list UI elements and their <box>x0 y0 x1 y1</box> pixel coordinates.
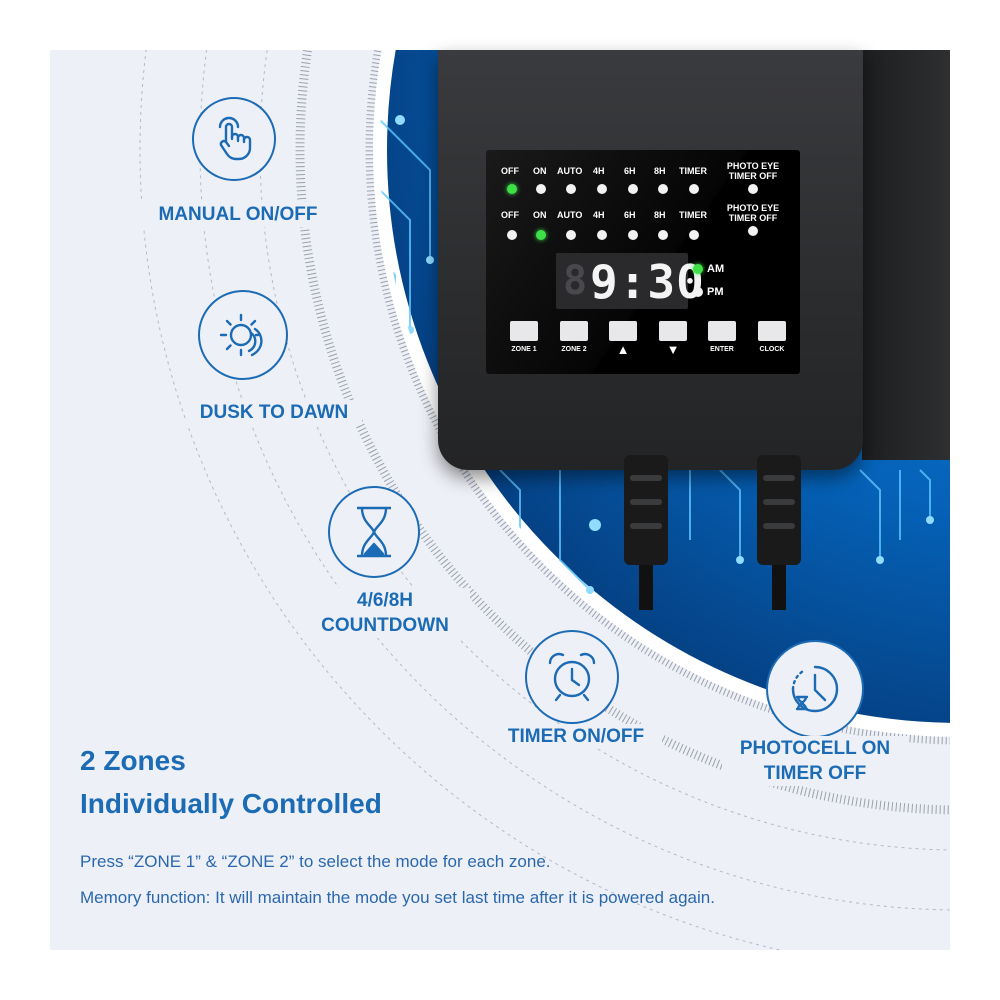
zone1-mode-timer: TIMER <box>679 166 707 176</box>
pm-label: PM <box>707 286 724 298</box>
zone1-key-label: ZONE 1 <box>511 346 537 353</box>
zone1-mode-4h: 4H <box>593 166 605 176</box>
zone2-led-6h <box>628 230 638 240</box>
photocell-label-line1: PHOTOCELL ON <box>739 738 891 759</box>
zone1-led-on <box>536 184 546 194</box>
zone2-photo-line1: PHOTO EYE <box>726 203 780 213</box>
zone1-mode-photo: PHOTO EYE TIMER OFF <box>720 161 786 181</box>
device-side <box>862 50 950 460</box>
clock-ghost-digit: 8 <box>563 258 588 304</box>
zone2-mode-off: OFF <box>501 210 519 220</box>
clock-key[interactable] <box>758 321 786 341</box>
enter-key-label: ENTER <box>710 346 734 353</box>
zone1-led-photo <box>748 184 758 194</box>
zone1-mode-on: ON <box>533 166 547 176</box>
manual-label: MANUAL ON/OFF <box>140 202 336 227</box>
zone2-mode-photo: PHOTO EYE TIMER OFF <box>720 203 786 223</box>
photocell-label-line2: TIMER OFF <box>763 763 867 784</box>
clock-time: 9:30 <box>590 255 705 309</box>
zone2-mode-8h: 8H <box>654 210 666 220</box>
photocell-icon-ring <box>766 640 864 738</box>
zone2-led-timer <box>689 230 699 240</box>
zone2-led-off <box>507 230 517 240</box>
dusk-label: DUSK TO DAWN <box>186 400 362 425</box>
zone1-photo-line1: PHOTO EYE <box>726 161 780 171</box>
photocell-label: PHOTOCELL ON TIMER OFF <box>722 736 908 786</box>
left-cable-strain-relief <box>624 455 668 565</box>
zone2-mode-4h: 4H <box>593 210 605 220</box>
right-cable-strain-relief <box>757 455 801 565</box>
zone1-mode-auto: AUTO <box>557 166 583 176</box>
zone2-mode-6h: 6H <box>624 210 636 220</box>
description-line2: Memory function: It will maintain the mo… <box>80 888 715 907</box>
zone1-photo-line2: TIMER OFF <box>728 171 778 181</box>
headline-line2: Individually Controlled <box>80 788 382 819</box>
clock-hourglass-icon <box>791 665 839 713</box>
countdown-label-line1: 4/6/8H <box>357 590 413 611</box>
enter-key[interactable] <box>708 321 736 341</box>
right-wire <box>772 560 786 610</box>
description-line1: Press “ZONE 1” & “ZONE 2” to select the … <box>80 852 551 871</box>
clock-display <box>556 253 688 309</box>
down-key[interactable] <box>659 321 687 341</box>
zone2-led-on <box>536 230 546 240</box>
headline-line1: 2 Zones <box>80 745 186 776</box>
timer-icon-ring <box>525 630 619 724</box>
zone2-mode-on: ON <box>533 210 547 220</box>
pm-indicator <box>693 287 703 297</box>
am-label: AM <box>707 263 725 275</box>
zone1-key[interactable] <box>510 321 538 341</box>
left-cable-rib <box>630 475 662 481</box>
zone2-mode-timer: TIMER <box>679 210 707 220</box>
right-cable-rib <box>763 475 795 481</box>
zone2-key[interactable] <box>560 321 588 341</box>
hourglass-icon <box>357 506 391 558</box>
alarm-clock-icon <box>548 652 596 702</box>
zone2-led-auto <box>566 230 576 240</box>
right-cable-rib <box>763 499 795 505</box>
zone1-mode-8h: 8H <box>654 166 666 176</box>
clock-key-label: CLOCK <box>759 346 785 353</box>
zone2-led-4h <box>597 230 607 240</box>
zone1-led-timer <box>689 184 699 194</box>
hand-tap-icon <box>218 116 252 161</box>
zone1-mode-6h: 6H <box>624 166 636 176</box>
zone2-key-label: ZONE 2 <box>561 346 587 353</box>
right-cable-rib <box>763 523 795 529</box>
am-indicator <box>693 264 703 274</box>
zone1-led-auto <box>566 184 576 194</box>
zone1-led-8h <box>658 184 668 194</box>
zone2-photo-line2: TIMER OFF <box>728 213 778 223</box>
zone1-mode-off: OFF <box>501 166 519 176</box>
left-wire <box>639 560 653 610</box>
dusk-icon-ring <box>198 290 288 380</box>
down-arrow-icon: ▼ <box>666 342 680 357</box>
sun-moon-icon <box>219 313 263 357</box>
countdown-icon-ring <box>328 486 420 578</box>
left-cable-rib <box>630 523 662 529</box>
zone2-led-8h <box>658 230 668 240</box>
up-key[interactable] <box>609 321 637 341</box>
zone2-led-photo <box>748 226 758 236</box>
up-arrow-icon: ▲ <box>616 342 630 357</box>
zone1-led-6h <box>628 184 638 194</box>
manual-icon-ring <box>192 97 276 181</box>
zone2-mode-auto: AUTO <box>557 210 583 220</box>
zone1-led-4h <box>597 184 607 194</box>
countdown-label-line2: COUNTDOWN <box>321 615 449 636</box>
left-cable-rib <box>630 499 662 505</box>
zone1-led-off <box>507 184 517 194</box>
countdown-label: 4/6/8H COUNTDOWN <box>300 588 470 638</box>
timer-label: TIMER ON/OFF <box>490 724 662 749</box>
